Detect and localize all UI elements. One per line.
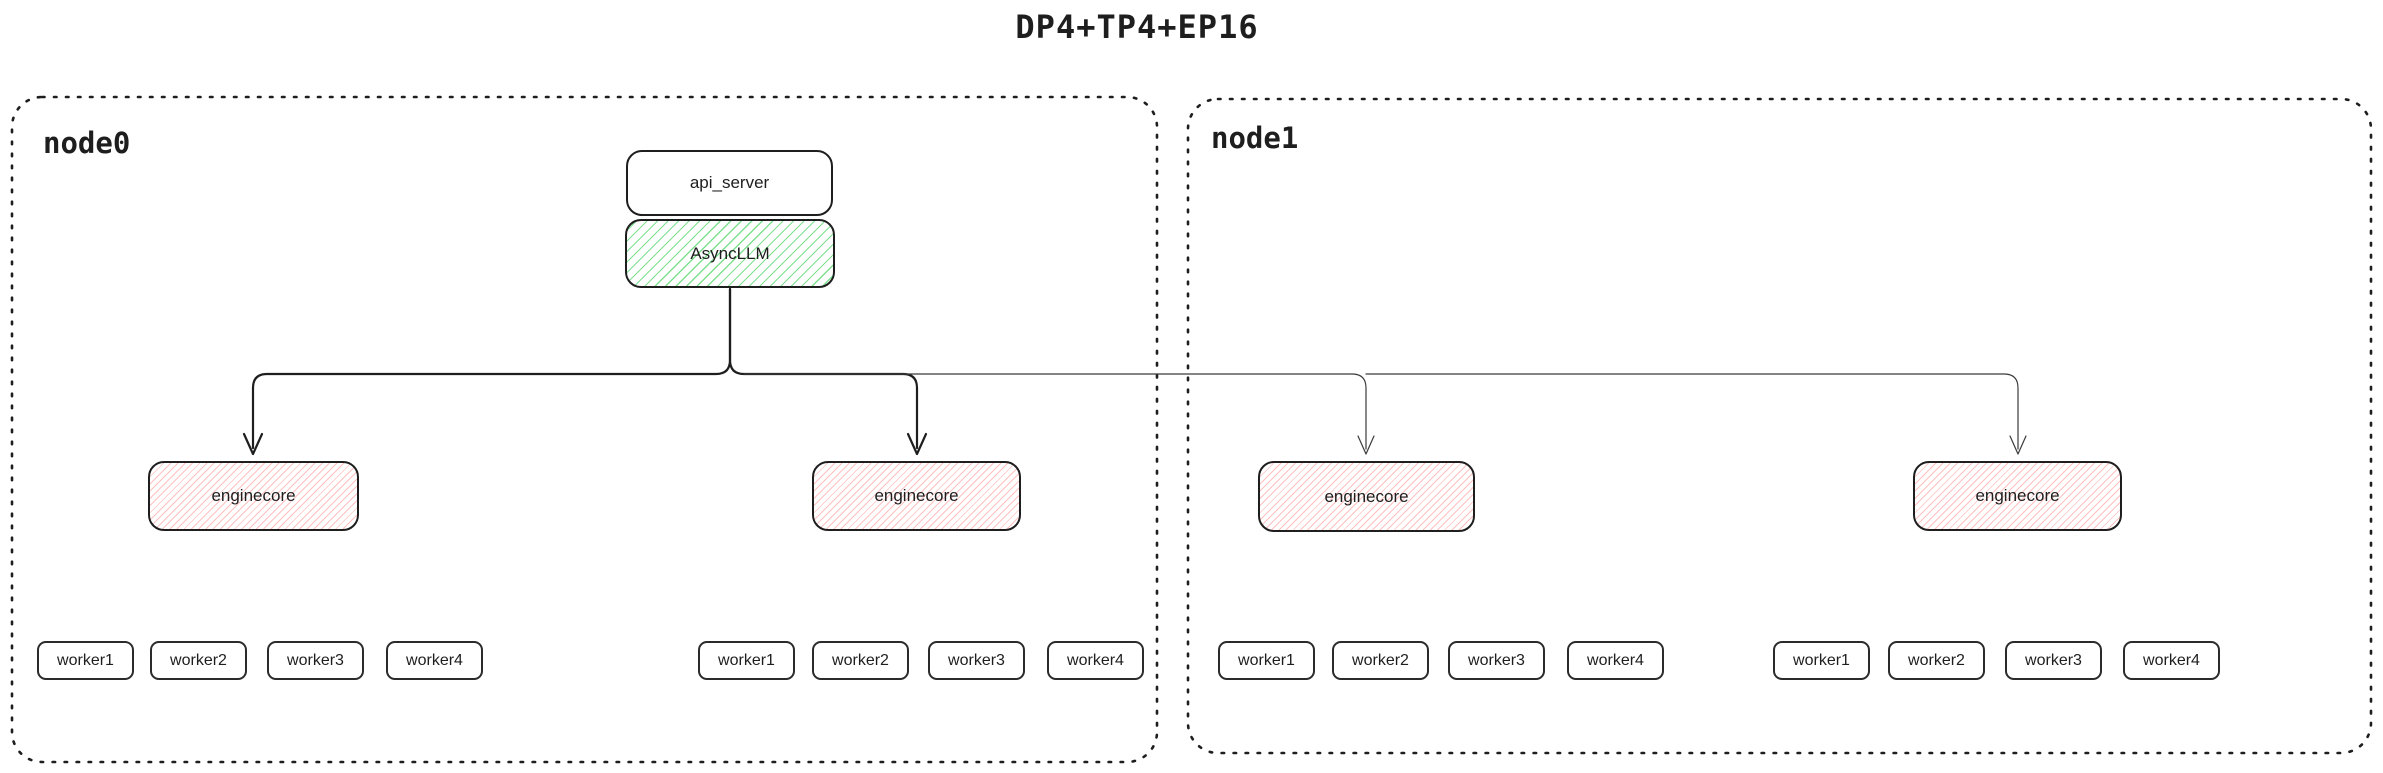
worker-box: worker1 <box>698 641 795 680</box>
diagram-title: DP4+TP4+EP16 <box>1015 8 1259 46</box>
enginecore-box-3: enginecore <box>1258 461 1475 532</box>
worker-box: worker2 <box>812 641 909 680</box>
asyncllm-label: AsyncLLM <box>690 243 770 263</box>
enginecore-box-4: enginecore <box>1913 461 2122 531</box>
worker-box: worker1 <box>1773 641 1870 680</box>
worker-box: worker2 <box>1888 641 1985 680</box>
worker-box: worker4 <box>1047 641 1144 680</box>
worker-box: worker4 <box>1567 641 1664 680</box>
edge-asyncllm-enginecore1 <box>251 287 732 450</box>
worker-box: worker1 <box>37 641 134 680</box>
enginecore-label: enginecore <box>211 486 296 505</box>
worker-box: worker3 <box>1448 641 1545 680</box>
node1-container-border <box>1186 97 2373 755</box>
node0-container-border <box>10 95 1159 764</box>
enginecore-box-1: enginecore <box>148 461 359 531</box>
edge-asyncllm-enginecore3 <box>743 373 1367 450</box>
api-server-label: api_server <box>689 173 770 192</box>
enginecore-label: enginecore <box>1975 486 2060 505</box>
enginecore-label: enginecore <box>874 486 959 505</box>
arrowhead-down-icon <box>1357 435 1375 455</box>
worker-box: worker4 <box>386 641 483 680</box>
enginecore-label: enginecore <box>1324 486 1409 506</box>
node1-label: node1 <box>1211 121 1299 155</box>
asyncllm-box: AsyncLLM <box>625 219 835 288</box>
worker-box: worker3 <box>267 641 364 680</box>
edge-asyncllm-enginecore4 <box>1365 373 2019 450</box>
worker-box: worker3 <box>928 641 1025 680</box>
arrowhead-down-icon <box>2009 435 2027 455</box>
worker-box: worker2 <box>1332 641 1429 680</box>
worker-box: worker2 <box>150 641 247 680</box>
node0-label: node0 <box>43 126 131 160</box>
arrowhead-down-icon <box>906 432 928 456</box>
worker-box: worker1 <box>1218 641 1315 680</box>
worker-box: worker3 <box>2005 641 2102 680</box>
worker-box: worker4 <box>2123 641 2220 680</box>
arrowhead-down-icon <box>242 432 264 456</box>
enginecore-box-2: enginecore <box>812 461 1021 531</box>
api-server-box: api_server <box>626 150 833 216</box>
edge-asyncllm-enginecore2 <box>728 287 919 450</box>
